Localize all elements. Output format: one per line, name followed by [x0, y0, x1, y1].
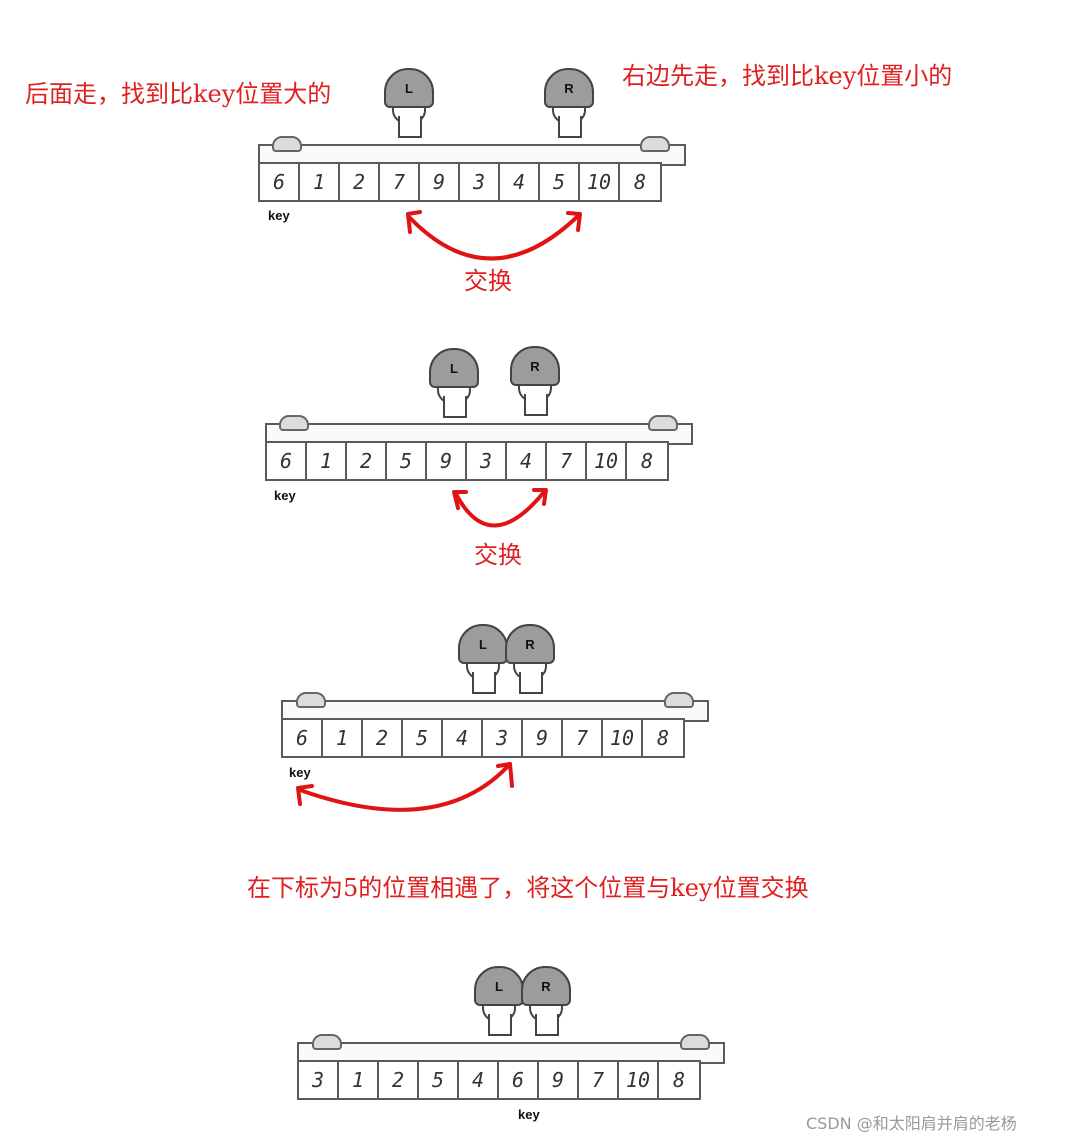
swap-arrow-3 [300, 764, 510, 810]
swap-arrow-2 [456, 492, 544, 526]
watermark-text: CSDN @和太阳肩并肩的老杨 [806, 1110, 1017, 1134]
swap-arrow-1 [410, 216, 578, 259]
